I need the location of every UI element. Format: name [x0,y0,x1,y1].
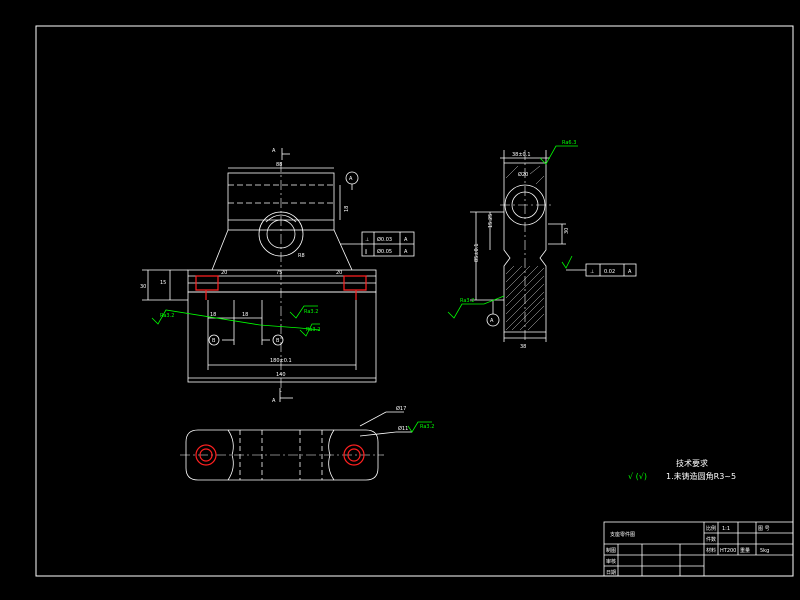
dim-slot-a: 18 [210,312,216,318]
dim-left-base: 20 [221,270,227,276]
balloon-a: A [349,176,353,182]
dim-hole-spacing: 180±0.1 [270,358,292,364]
gtol-row2-value: Ø0.05 [377,248,392,255]
front-view-labels: A A 88 18 20 75 20 18 18 180±0.1 140 30 … [140,148,408,404]
side-view-roughness-labels: Ra6.3 Ra3.2 [460,140,576,304]
dim-center: 75 [276,270,282,276]
count-label: 件数 [706,536,716,543]
drawing-no-label: 图 号 [758,526,770,532]
top-roughness: Ra3.2 [420,424,434,430]
side-dim-mid: 15.25 [488,214,494,228]
side-view-hatch [505,165,545,331]
notes-roughness-symbols: √ (√) [628,472,647,481]
dim-right-base: 20 [336,270,342,276]
side-dim-top: 38±0.1 [512,152,531,158]
weight-label: 重量 [740,547,750,554]
section-mark-top: A [272,148,276,154]
side-dim-height: 85±0.1 [474,243,480,262]
section-mark-bottom: A [272,398,276,404]
date-label: 日期 [606,570,616,576]
title-block [603,521,794,577]
roughness-center: Ra3.2 [304,309,318,315]
dim-overall: 140 [276,372,286,378]
top-view-labels: Ø17 Ø11 Ra3.2 [396,405,434,432]
roughness-left: Ra3.2 [160,313,174,319]
hole-label-1: Ø17 [396,405,406,412]
technical-notes: 技术要求 √ (√) 1.未铸造圆角R3~5 [628,458,736,481]
side-gtol-symbol: ⊥ [590,269,594,275]
material-label: 材料 [706,547,716,554]
top-view-roughness [407,421,432,433]
dim-slot-height: 18 [344,206,350,212]
dim-top-width: 88 [276,162,282,168]
scale-label: 比例 [706,525,716,532]
front-view-holes [195,275,367,300]
dim-left-height: 30 [140,284,146,290]
side-view [470,150,637,342]
side-roughness-left: Ra3.2 [460,298,474,304]
front-view-roughness-labels: Ra3.2 Ra3.2 Ra3.2 [160,309,320,333]
radius-label: R8 [298,253,305,259]
balloon-b-left: B [212,338,216,344]
balloon-b-right: B [276,338,280,344]
gtol-row2-datum: A [404,249,408,255]
gtol-row1-datum: A [404,237,408,243]
side-roughness-top: Ra6.3 [562,140,576,146]
scale-value: 1:1 [722,526,730,532]
side-dim-bottom: 38 [520,344,526,350]
side-view-labels: 38±0.1 Ø20 30 85±0.1 15.25 38 A ⊥ 0.02 A [474,152,632,350]
notes-title: 技术要求 [676,458,708,468]
drawn-label: 制图 [606,547,616,554]
drawing-frame [35,25,794,577]
side-gtol-datum: A [628,269,632,275]
side-datum: A [490,318,494,324]
top-view-holes [195,444,365,466]
side-gtol-value: 0.02 [604,269,615,275]
gtol-row1-symbol: ⊥ [365,237,369,243]
hole-label-2: Ø11 [398,425,408,432]
top-view [180,411,412,481]
title-block-labels: 支座零件图 比例 1:1 图 号 件数 材料 HT200 重量 5kg 制图 审… [606,525,770,576]
part-name: 支座零件图 [610,531,635,538]
roughness-right: Ra3.2 [306,327,320,333]
front-view [142,148,415,402]
side-dim-depth: 30 [564,228,570,234]
gtol-row1-value: Ø0.03 [377,236,392,243]
dim-left-height-2: 15 [160,280,166,286]
checked-label: 审核 [606,558,616,565]
dim-slot-b: 18 [242,312,248,318]
side-view-roughness [447,145,578,319]
gtol-row2-symbol: ∥ [365,249,368,255]
front-view-roughness [151,305,321,337]
notes-item-1: 1.未铸造圆角R3~5 [666,471,736,481]
material-value: HT200 [720,548,736,554]
side-dim-bore: Ø20 [518,171,528,178]
weight-value: 5kg [760,548,769,554]
